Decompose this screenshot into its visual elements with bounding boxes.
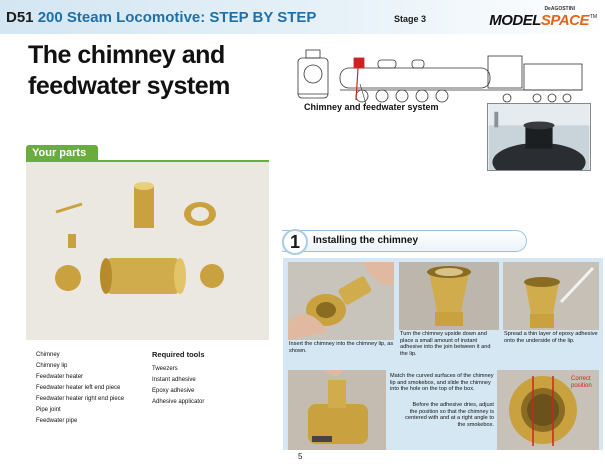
brand-publisher: DeAGOSTINI: [544, 6, 575, 12]
step-caption-1: Insert the chimney into the chimney lip,…: [289, 341, 394, 354]
tools-list-item: Tweezers: [152, 366, 178, 372]
step-photo-insert-chimney: [288, 262, 394, 340]
step-header-bar: [282, 230, 527, 252]
parts-list-item: Feedwater heater left end piece: [36, 385, 121, 391]
step-number: 1: [289, 232, 300, 252]
tools-list-item: Adhesive applicator: [152, 399, 205, 405]
series-title: D51 200 Steam Locomotive: STEP BY STEP: [6, 9, 316, 26]
parts-list-item: Feedwater pipe: [36, 418, 78, 424]
series-code: D51: [6, 9, 34, 26]
page-title: The chimney and feedwater system: [28, 40, 278, 102]
parts-list-item: Chimney lip: [36, 363, 68, 369]
step-photo-fit-chimney: [288, 370, 386, 450]
brand-space: SPACE: [540, 12, 590, 29]
step-photo-correct-position: Correct position: [497, 370, 599, 450]
correct-position-label-2: position: [571, 383, 592, 389]
your-parts-rule: [26, 160, 269, 162]
parts-list-item: Feedwater heater right end piece: [36, 396, 125, 402]
step-caption-4: Match the curved surfaces of the chimney…: [390, 373, 494, 393]
required-tools-heading: Required tools: [152, 350, 205, 359]
tools-list-item: Instant adhesive: [152, 377, 196, 383]
step-photo-apply-instant-adhesive: [399, 262, 499, 330]
step-number-badge: 1: [282, 229, 308, 255]
step-caption-5: Before the adhesive dries, adjust the po…: [405, 402, 494, 428]
parts-list: Chimney Chimney lip Feedwater heater Fee…: [36, 350, 124, 427]
step-title: Installing the chimney: [313, 235, 419, 246]
your-parts-tab: Your parts: [26, 145, 98, 161]
brand-logo: DeAGOSTINI MODELSPACE TM: [474, 6, 599, 30]
parts-list-item: Pipe joint: [36, 407, 61, 413]
step-photo-apply-epoxy: [503, 262, 599, 330]
parts-list-item: Chimney: [36, 352, 60, 358]
page-header: D51 200 Steam Locomotive: STEP BY STEP S…: [0, 0, 605, 34]
required-tools: Required tools Tweezers Instant adhesive…: [152, 350, 205, 408]
chimney-reference-photo: [487, 103, 591, 171]
page-title-line2: feedwater system: [28, 72, 230, 100]
locomotive-diagram: [297, 49, 583, 104]
parts-photo: [26, 162, 269, 340]
tools-list-item: Epoxy adhesive: [152, 388, 195, 394]
brand-trademark: TM: [589, 14, 597, 20]
step-caption-2: Turn the chimney upside down and place a…: [400, 331, 491, 357]
stage-label: Stage 3: [394, 14, 427, 24]
correct-position-label-1: Correct: [571, 376, 591, 382]
your-parts-heading: Your parts: [32, 147, 87, 159]
brand-wordmark: MODELSPACE: [489, 12, 589, 29]
parts-list-item: Feedwater heater: [36, 374, 84, 380]
tools-list: Tweezers Instant adhesive Epoxy adhesive…: [152, 364, 205, 408]
diagram-caption: Chimney and feedwater system: [304, 102, 439, 112]
page-title-line1: The chimney and: [28, 41, 225, 69]
brand-model: MODEL: [489, 12, 541, 29]
page-number: 5: [298, 452, 303, 461]
series-subtitle: 200 Steam Locomotive: STEP BY STEP: [37, 9, 317, 26]
step-caption-3: Spread a thin layer of epoxy adhesive on…: [504, 331, 598, 344]
